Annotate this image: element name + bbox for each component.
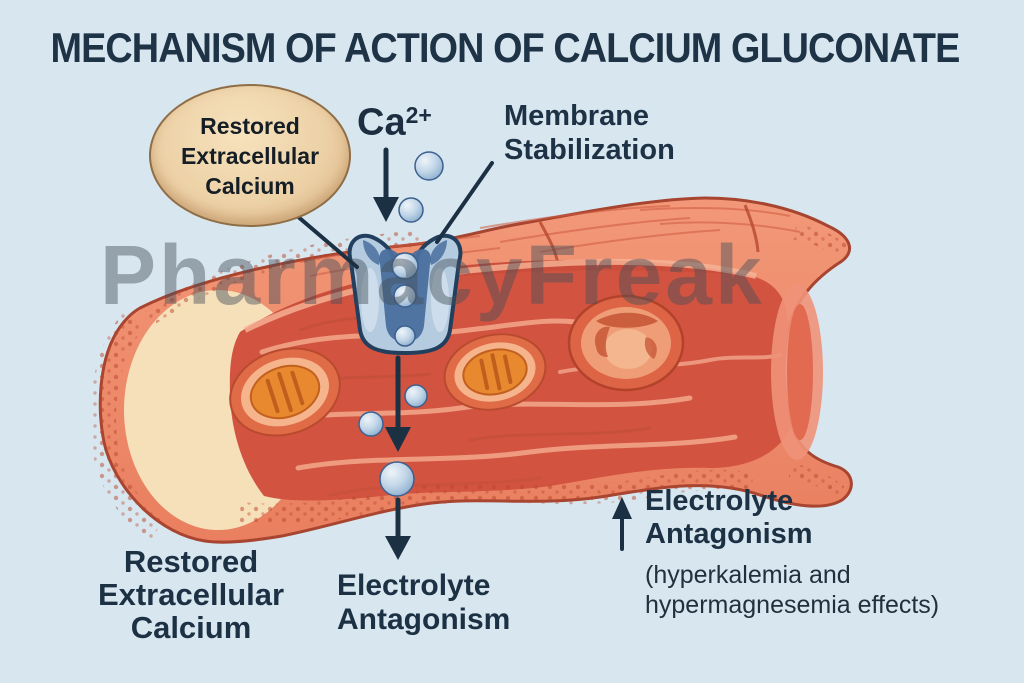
calcium-influx-arrowhead <box>373 197 399 222</box>
extracellular-ions <box>398 151 444 223</box>
calcium-ion <box>414 151 444 181</box>
calcium-ion-label: Ca2+ <box>357 101 432 144</box>
calcium-ion <box>398 197 424 223</box>
membrane-pointer-line <box>435 161 494 244</box>
calcium-ion <box>379 461 415 497</box>
stipple-texture <box>90 224 849 540</box>
electrolyte-antagonism-right-label: Electrolyte Antagonism (hyperkalemia and… <box>645 485 940 619</box>
restored-calcium-bottom-label: Restored Extracellular Calcium <box>97 544 285 645</box>
organelle-right <box>567 294 685 392</box>
calcium-ion <box>404 384 428 408</box>
cut-edge-highlight <box>243 258 757 333</box>
electrolyte-effects-note: (hyperkalemia and hypermagnesemia effect… <box>645 561 940 619</box>
top-striations <box>299 205 801 277</box>
intracellular-flow-arrowhead <box>385 427 411 452</box>
oval-pointer-line <box>294 213 359 269</box>
calcium-channel <box>347 233 463 355</box>
calcium-ion <box>394 325 416 347</box>
electrolyte-increase-arrowhead <box>612 497 632 519</box>
electrolyte-antagonism-bottom-label: Electrolyte Antagonism <box>337 569 511 636</box>
restored-calcium-oval: Restored Extracellular Calcium <box>149 84 351 227</box>
oval-label-line: Restored <box>200 112 300 139</box>
calcium-ion <box>358 411 384 437</box>
watermark: PharmacyFreak <box>100 228 765 322</box>
intracellular-ions <box>358 384 428 497</box>
organelle-middle <box>443 333 547 411</box>
vessel-mouth <box>771 284 823 460</box>
electrolyte-outflow-arrowhead <box>385 536 411 560</box>
page-title: MECHANISM OF ACTION OF CALCIUM GLUCONATE <box>50 24 960 71</box>
oval-label-line: Calcium <box>205 172 295 199</box>
organelle-left <box>229 347 341 437</box>
calcium-ion <box>393 284 417 308</box>
calcium-ion <box>391 252 419 280</box>
membrane-stabilization-label: Membrane Stabilization <box>504 100 675 166</box>
oval-label-line: Extracellular <box>180 142 320 169</box>
calcium-charge-superscript: 2+ <box>405 102 432 128</box>
